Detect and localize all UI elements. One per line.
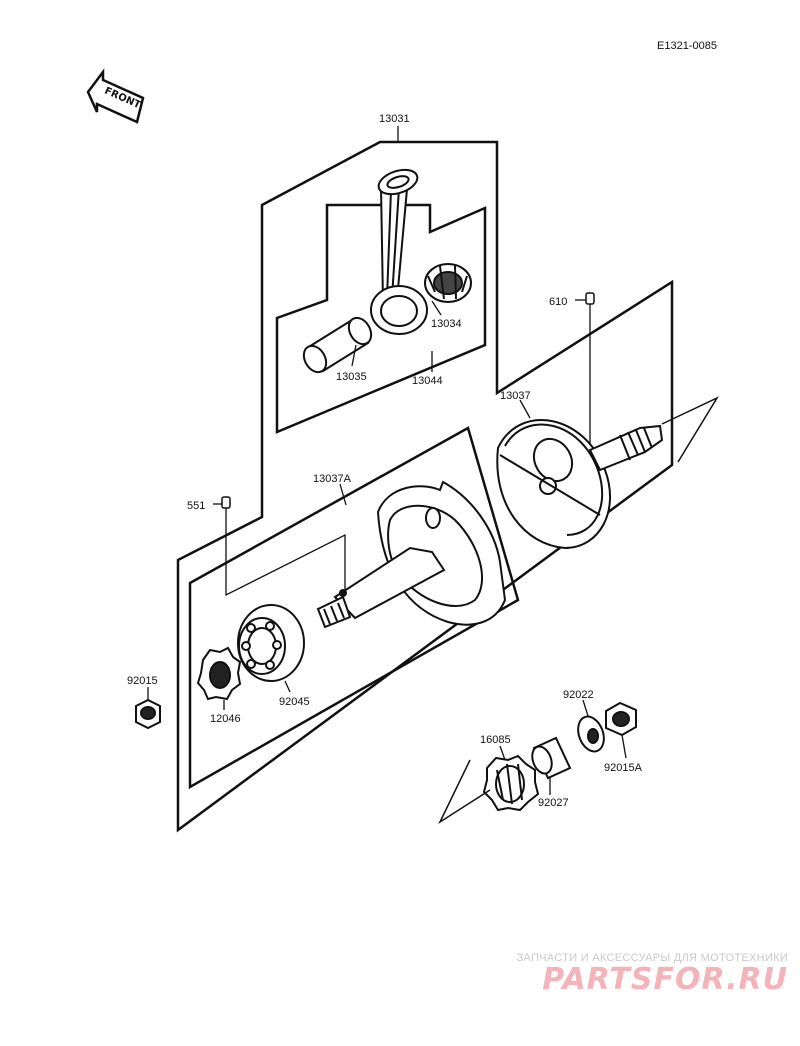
front-arrow-icon: FRONT <box>86 68 145 124</box>
part-label-92027: 92027 <box>538 797 569 809</box>
nut-left <box>135 698 161 730</box>
part-label-13037A: 13037A <box>313 473 352 485</box>
crank-half-right <box>496 419 664 550</box>
part-label-13044: 13044 <box>412 375 443 387</box>
connecting-rod <box>370 168 428 335</box>
part-label-12046: 12046 <box>210 713 241 725</box>
crank-half-left <box>316 480 507 629</box>
diagram-code: E1321-0085 <box>657 40 717 52</box>
nut-right <box>605 701 637 737</box>
part-label-92015A: 92015A <box>604 762 643 774</box>
part-label-92022: 92022 <box>563 689 594 701</box>
dowel-pin-551 <box>221 496 231 509</box>
part-label-551: 551 <box>187 500 205 512</box>
part-label-13034: 13034 <box>431 318 462 330</box>
leader-lines <box>147 126 627 795</box>
part-label-92045: 92045 <box>279 696 310 708</box>
watermark-tagline: ЗАПЧАСТИ И АКСЕССУАРЫ ДЛЯ МОТОТЕХНИКИ <box>516 952 788 964</box>
part-label-13031: 13031 <box>379 113 410 125</box>
sprocket-gear <box>196 646 242 701</box>
crank-half-assembly-outline <box>188 426 520 790</box>
spacer-collar <box>531 736 572 780</box>
dowel-pin-610 <box>585 292 595 305</box>
part-label-13037: 13037 <box>500 390 531 402</box>
drive-gear <box>482 754 540 812</box>
conrod-assembly-outline <box>275 203 487 434</box>
watermark-logo: PARTSFOR.RU <box>542 962 788 997</box>
part-label-92015: 92015 <box>127 675 158 687</box>
crank-pin <box>302 316 373 374</box>
part-label-13035: 13035 <box>336 371 367 383</box>
needle-bearing <box>424 263 472 303</box>
outer-assembly-outline <box>176 140 674 833</box>
washer <box>577 715 605 753</box>
crank-half-right-shaft-leader <box>661 396 719 463</box>
ball-bearing <box>237 604 305 682</box>
part-label-16085: 16085 <box>480 734 511 746</box>
drive-gear-leader <box>438 759 491 825</box>
part-label-610: 610 <box>549 296 567 308</box>
